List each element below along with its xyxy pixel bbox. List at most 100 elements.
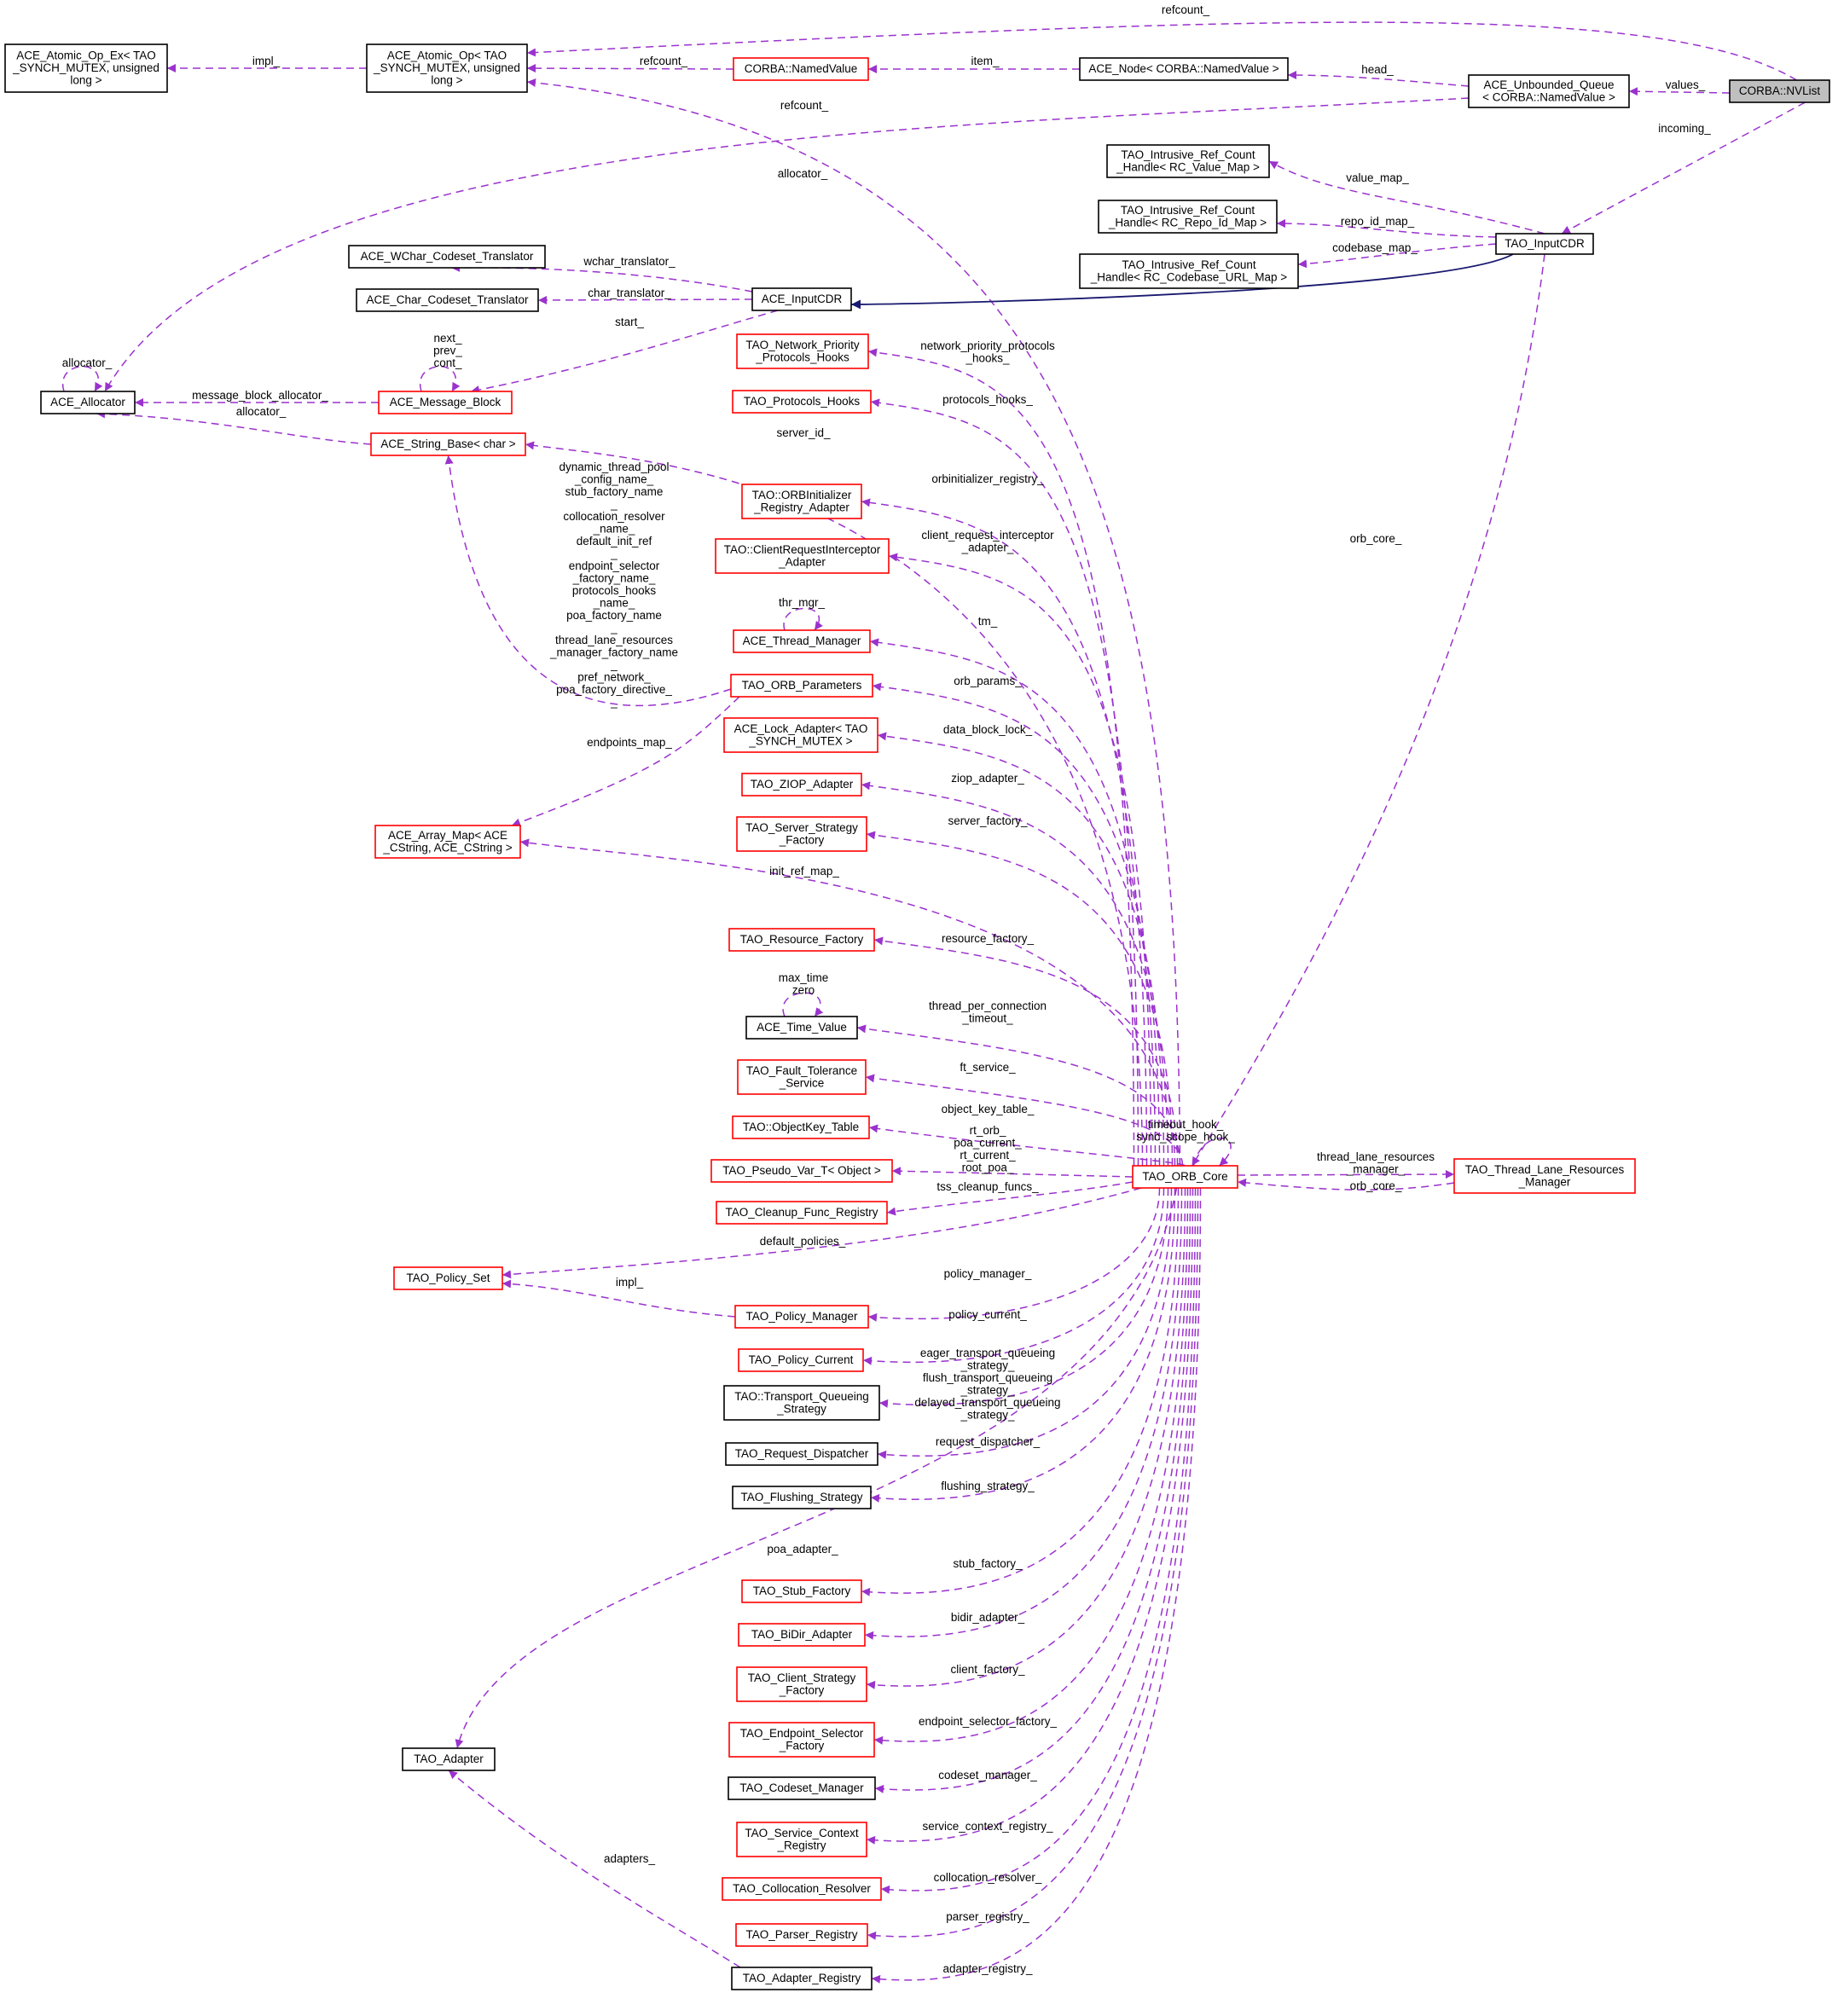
class-node-threadlane[interactable]: TAO_Thread_Lane_Resources_Manager: [1453, 1158, 1636, 1194]
edge-label-datablock: data_block_lock_: [943, 723, 1033, 736]
class-node-taoinputcdr[interactable]: TAO_InputCDR: [1495, 233, 1594, 255]
class-node-arraymap[interactable]: ACE_Array_Map< ACE_CString, ACE_CString …: [374, 825, 521, 859]
class-node-objkey[interactable]: TAO::ObjectKey_Table: [732, 1115, 870, 1139]
edge-label-line: request_dispatcher_: [936, 1435, 1041, 1448]
class-node-prothooks[interactable]: TAO_Protocols_Hooks: [732, 390, 872, 414]
edge-label-line: refcount_: [640, 55, 688, 67]
edge-adapterreg: [871, 1187, 1202, 1984]
class-node-orbinit[interactable]: TAO::ORBInitializer_Registry_Adapter: [741, 484, 862, 519]
class-node-rccodebase[interactable]: TAO_Intrusive_Ref_Count_Handle< RC_Codeb…: [1079, 253, 1299, 289]
edge-label-line: prev_: [433, 345, 462, 357]
edge-label-codebase_map: codebase_map_: [1332, 241, 1418, 254]
edge-label-line: head_: [1361, 63, 1394, 76]
edge-label-line: item_: [971, 55, 1000, 67]
class-node-label: _Registry_Adapter: [753, 501, 849, 513]
class-node-label: TAO_Client_Strategy: [748, 1671, 856, 1684]
edge-label-line: tm_: [978, 615, 998, 628]
class-node-label: _Factory: [779, 833, 825, 846]
class-node-char[interactable]: ACE_Char_Codeset_Translator: [356, 288, 539, 312]
edge-label-line: server_id_: [776, 426, 831, 439]
edge-allocator-big: [104, 97, 1470, 392]
edge-inherit: [850, 253, 1514, 310]
edge-label-line: root_poa_: [962, 1162, 1014, 1174]
class-node-rcvalue[interactable]: TAO_Intrusive_Ref_Count_Handle< RC_Value…: [1106, 144, 1270, 178]
class-node-label: TAO_Request_Dispatcher: [735, 1447, 869, 1460]
edge-label-impl_atomic: impl_: [252, 55, 281, 67]
edge-label-line: _manager_: [1346, 1163, 1406, 1176]
edge-label-line: _: [610, 622, 617, 634]
class-node-threadmgr[interactable]: ACE_Thread_Manager: [733, 629, 871, 653]
class-node-atomicopex[interactable]: ACE_Atomic_Op_Ex< TAO_SYNCH_MUTEX, unsig…: [4, 43, 168, 93]
edge-label-line: protocols_hooks: [572, 584, 657, 597]
edge-label-reqdisp_l: request_dispatcher_: [936, 1435, 1041, 1448]
class-node-policycur[interactable]: TAO_Policy_Current: [738, 1348, 864, 1372]
class-node-netprio[interactable]: TAO_Network_Priority_Protocols_Hooks: [736, 333, 869, 369]
edge-label-line: orbinitializer_registry_: [931, 472, 1044, 485]
class-node-box: [745, 1016, 858, 1040]
class-node-nvlist[interactable]: CORBA::NVList: [1729, 79, 1830, 103]
class-node-ziop[interactable]: TAO_ZIOP_Adapter: [741, 773, 862, 797]
class-node-msgblock[interactable]: ACE_Message_Block: [378, 391, 513, 414]
class-node-codeset[interactable]: TAO_Codeset_Manager: [728, 1776, 876, 1800]
edge-label-refcount_core: refcount_: [780, 99, 829, 112]
class-node-box: [734, 1305, 869, 1329]
class-node-aceinputcdr[interactable]: ACE_InputCDR: [751, 287, 852, 311]
class-node-adapterreg[interactable]: TAO_Adapter_Registry: [731, 1967, 873, 1990]
class-node-atomicop[interactable]: ACE_Atomic_Op< TAO_SYNCH_MUTEX, unsigned…: [366, 43, 528, 93]
class-node-lockadapter[interactable]: ACE_Lock_Adapter< TAO_SYNCH_MUTEX >: [723, 717, 878, 753]
class-node-parser[interactable]: TAO_Parser_Registry: [735, 1923, 868, 1947]
class-node-orbcore[interactable]: TAO_ORB_Core: [1132, 1165, 1238, 1189]
edge-label-wchar_t: wchar_translator_: [583, 255, 675, 268]
class-node-strbase[interactable]: ACE_String_Base< char >: [370, 432, 526, 456]
class-node-unbq[interactable]: ACE_Unbounded_Queue< CORBA::NamedValue >: [1468, 74, 1630, 108]
class-node-rcrepo[interactable]: TAO_Intrusive_Ref_Count_Handle< RC_Repo_…: [1098, 200, 1278, 234]
class-node-resfactory[interactable]: TAO_Resource_Factory: [728, 928, 875, 952]
edge-label-endsel_l: endpoint_selector_factory_: [919, 1715, 1058, 1728]
class-node-allocator[interactable]: ACE_Allocator: [40, 391, 136, 414]
class-node-policyset[interactable]: TAO_Policy_Set: [393, 1266, 503, 1290]
class-node-acenode[interactable]: ACE_Node< CORBA::NamedValue >: [1079, 57, 1289, 81]
class-node-reqdisp[interactable]: TAO_Request_Dispatcher: [725, 1442, 878, 1466]
class-node-adapter[interactable]: TAO_Adapter: [402, 1747, 496, 1771]
edge-servctx: [866, 1187, 1194, 1845]
class-node-box: [730, 674, 873, 698]
class-node-namedval[interactable]: CORBA::NamedValue: [733, 57, 869, 81]
class-node-clientreq[interactable]: TAO::ClientRequestInterceptor_Adapter: [715, 538, 890, 574]
class-node-box: [733, 629, 871, 653]
class-node-label: TAO::ObjectKey_Table: [743, 1121, 859, 1133]
edge-label-line: message_block_allocator_: [192, 389, 328, 402]
edge-label-parser_l: parser_registry_: [946, 1910, 1029, 1923]
class-node-box: [723, 717, 878, 753]
class-node-transq[interactable]: TAO::Transport_Queueing_Strategy: [723, 1385, 880, 1421]
class-node-faulttol[interactable]: TAO_Fault_Tolerance_Service: [737, 1059, 867, 1095]
class-node-serverstrat[interactable]: TAO_Server_Strategy_Factory: [736, 816, 867, 852]
class-node-timevalue[interactable]: ACE_Time_Value: [745, 1016, 858, 1040]
class-node-box: [751, 287, 852, 311]
class-node-wchar[interactable]: ACE_WChar_Codeset_Translator: [348, 245, 546, 269]
class-node-box: [1468, 74, 1630, 108]
class-node-cleanup[interactable]: TAO_Cleanup_Func_Registry: [716, 1201, 888, 1225]
class-node-endpointsel[interactable]: TAO_Endpoint_Selector_Factory: [728, 1722, 875, 1758]
class-node-stubfac[interactable]: TAO_Stub_Factory: [741, 1579, 862, 1603]
edge-label-orbinit_l: orbinitializer_registry_: [931, 472, 1044, 485]
edge-label-line: max_time: [779, 971, 829, 984]
class-node-servctx[interactable]: TAO_Service_Context_Registry: [736, 1822, 867, 1857]
class-node-flushing[interactable]: TAO_Flushing_Strategy: [732, 1486, 872, 1509]
class-node-box: [1079, 253, 1299, 289]
edge-start: [470, 310, 779, 394]
class-node-policymgr[interactable]: TAO_Policy_Manager: [734, 1305, 869, 1329]
edge-refcount-nvlist: [526, 21, 1797, 81]
class-node-colloc[interactable]: TAO_Collocation_Resolver: [722, 1877, 882, 1901]
edge-label-pseudo_l: rt_orb_poa_current_rt_current_root_poa_: [954, 1124, 1022, 1174]
edge-label-line: refcount_: [1162, 3, 1210, 16]
class-node-bidir[interactable]: TAO_BiDir_Adapter: [738, 1623, 866, 1647]
edge-label-clientreq_l: client_request_interceptor_adapter_: [921, 529, 1054, 554]
class-node-box: [370, 432, 526, 456]
class-node-pseudovar[interactable]: TAO_Pseudo_Var_T< Object >: [710, 1159, 893, 1183]
class-node-orbparams[interactable]: TAO_ORB_Parameters: [730, 674, 873, 698]
class-node-clientstrat[interactable]: TAO_Client_Strategy_Factory: [736, 1666, 867, 1702]
edge-label-allocator_big: allocator_: [778, 167, 828, 180]
edge-label-servctx_l: service_context_registry_: [922, 1820, 1053, 1833]
class-node-label: TAO_Thread_Lane_Resources: [1465, 1163, 1625, 1176]
